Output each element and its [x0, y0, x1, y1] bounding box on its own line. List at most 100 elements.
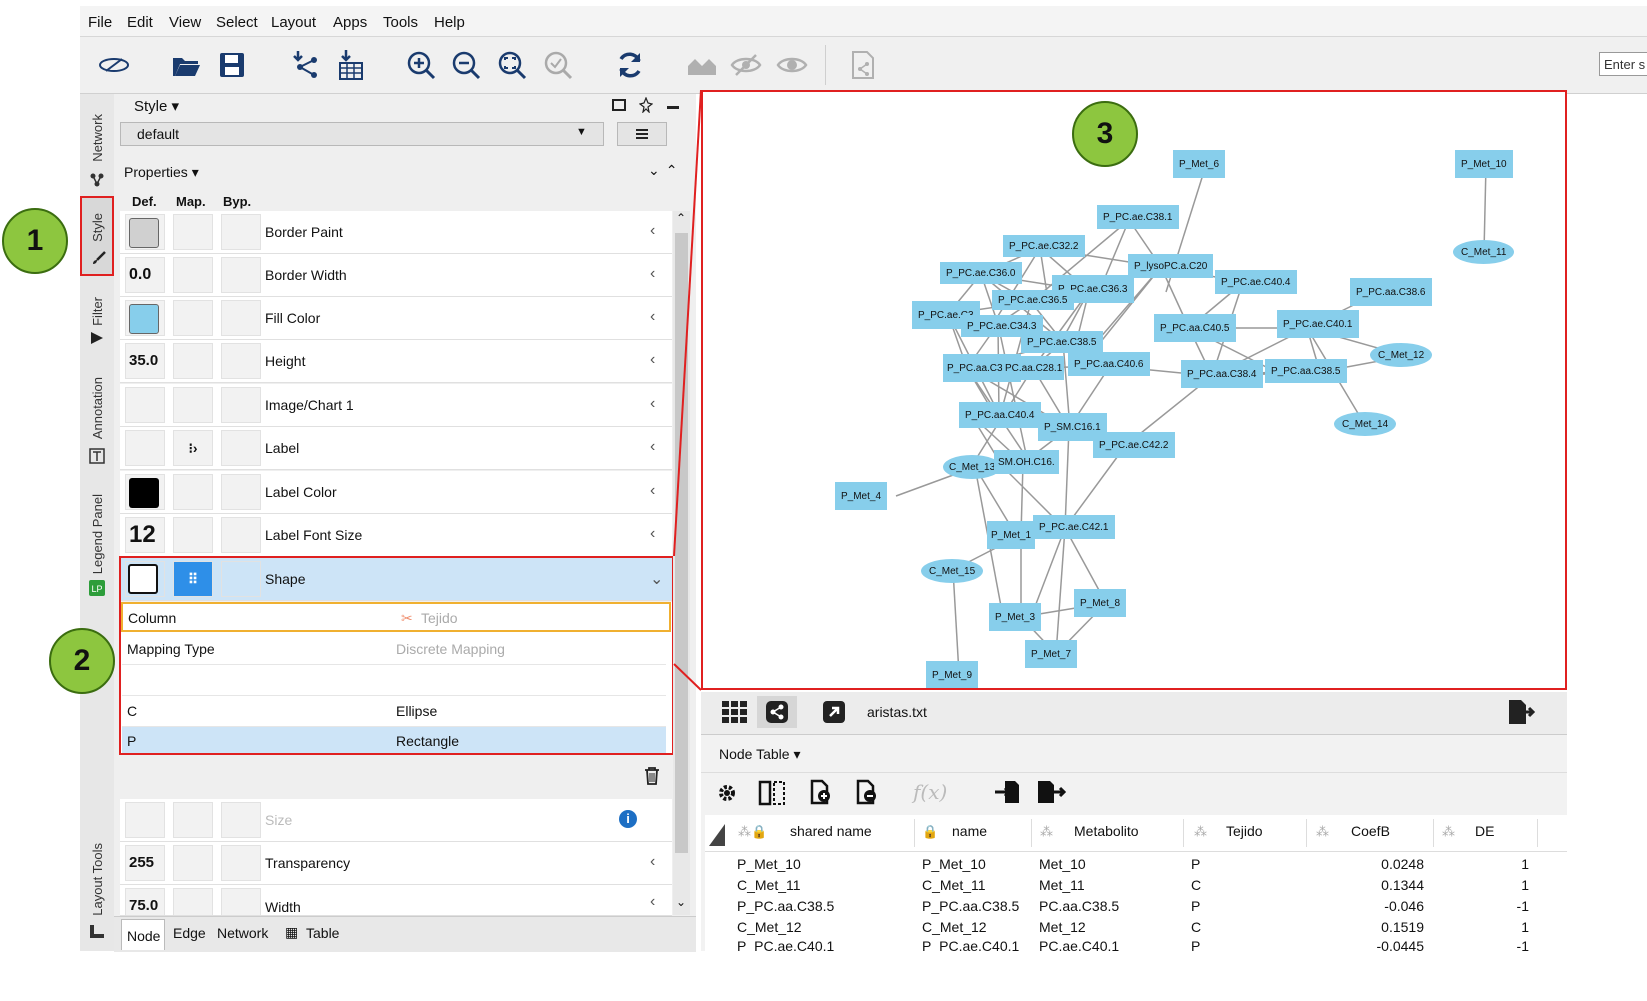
def-cell[interactable]: 12: [125, 517, 165, 553]
network-node[interactable]: C_Met_12: [1370, 343, 1433, 367]
network-node[interactable]: C_Met_11: [1453, 240, 1515, 264]
network-node[interactable]: P_PC.ae.C38.5: [1021, 331, 1103, 353]
zoom-fit-icon[interactable]: [494, 47, 530, 83]
network-node[interactable]: P_PC.aa.C38.5: [1265, 359, 1347, 383]
network-node[interactable]: P_Met_8: [1074, 589, 1127, 617]
byp-cell[interactable]: [221, 474, 261, 510]
byp-cell[interactable]: [221, 888, 261, 915]
style-select[interactable]: default ▼: [120, 122, 604, 146]
mapping-entry-row[interactable]: C Ellipse: [122, 696, 666, 727]
network-node[interactable]: P_Met_4: [835, 482, 888, 510]
network-node[interactable]: P_PC.aa.C40.4: [959, 402, 1041, 428]
share-network-tab[interactable]: [757, 696, 797, 728]
network-node[interactable]: P_Met_6: [1173, 150, 1226, 178]
table-row[interactable]: P_PC.aa.C38.5 P_PC.aa.C38.5 PC.aa.C38.5 …: [705, 894, 1567, 914]
refresh-icon[interactable]: [612, 47, 648, 83]
byp-cell[interactable]: [221, 802, 261, 838]
network-view[interactable]: P_Met_6 P_Met_10 C_Met_11 P_PC.ae.C38.1 …: [701, 90, 1567, 690]
network-node[interactable]: P_Met_7: [1025, 640, 1078, 668]
zoom-out-icon[interactable]: [448, 47, 484, 83]
network-node[interactable]: C_Met_13: [943, 455, 1002, 479]
tab-layout-tools[interactable]: Layout Tools: [80, 834, 114, 944]
chevron-left-icon[interactable]: ‹: [650, 893, 656, 910]
network-node[interactable]: P_PC.ae.C36.5: [992, 290, 1074, 310]
byp-cell[interactable]: [221, 561, 261, 597]
chevron-left-icon[interactable]: ‹: [650, 438, 656, 455]
chevron-left-icon[interactable]: ‹: [650, 351, 656, 368]
save-icon[interactable]: [214, 47, 250, 83]
table-row[interactable]: P_Met_10 P_Met_10 Met_10 P 0.0248 1: [705, 852, 1567, 872]
map-cell[interactable]: [173, 257, 213, 293]
import-network-icon[interactable]: [288, 47, 324, 83]
zoom-selected-icon[interactable]: [540, 47, 576, 83]
menu-help[interactable]: Help: [434, 14, 465, 31]
map-cell[interactable]: [173, 517, 213, 553]
map-cell[interactable]: [173, 888, 213, 915]
node-table-dropdown[interactable]: Node Table ▾: [719, 746, 801, 762]
chevron-left-icon[interactable]: ‹: [650, 395, 656, 412]
network-node[interactable]: P_PC.ae.C42.1: [1033, 515, 1115, 539]
show-icon[interactable]: [774, 47, 810, 83]
mapping-column-value[interactable]: Tejido: [421, 610, 458, 626]
network-node[interactable]: P_PC.aa.C38.6: [1350, 278, 1432, 306]
minimize-icon[interactable]: [666, 104, 680, 110]
byp-cell[interactable]: [221, 387, 261, 423]
tab-style[interactable]: Style: [80, 196, 114, 276]
property-row-border-paint[interactable]: Border Paint ‹: [120, 211, 672, 254]
network-node[interactable]: C_Met_14: [1334, 412, 1397, 436]
tab-annotation[interactable]: Annotation: [80, 366, 114, 470]
scroll-thumb[interactable]: [675, 233, 688, 853]
def-cell[interactable]: 35.0: [125, 343, 165, 379]
search-input[interactable]: Enter s: [1599, 52, 1647, 76]
menu-layout[interactable]: Layout: [271, 14, 317, 31]
style-panel-title[interactable]: Style ▾: [134, 98, 180, 115]
menu-apps[interactable]: Apps: [333, 14, 368, 31]
column-header-coefb[interactable]: CoefB: [1351, 823, 1390, 839]
properties-dropdown[interactable]: Properties ▾: [124, 164, 199, 180]
add-column-icon[interactable]: [809, 779, 833, 805]
float-window-icon[interactable]: [612, 99, 626, 111]
byp-cell[interactable]: [221, 845, 261, 881]
byp-cell[interactable]: [221, 430, 261, 466]
tab-network[interactable]: Network: [80, 100, 114, 192]
grid-view-icon[interactable]: [721, 700, 749, 724]
column-header-metabolito[interactable]: Metabolito: [1074, 823, 1139, 839]
map-cell[interactable]: [173, 474, 213, 510]
table-row[interactable]: C_Met_12 C_Met_12 Met_12 C 0.1519 1: [705, 915, 1567, 935]
info-icon[interactable]: i: [619, 810, 637, 828]
property-row-border-width[interactable]: 0.0 Border Width ‹: [120, 254, 672, 297]
mapping-value[interactable]: Ellipse: [396, 703, 438, 719]
mapping-value[interactable]: Rectangle: [396, 733, 460, 749]
expand-collapse-icon[interactable]: ⌄⌃: [648, 162, 684, 178]
def-cell[interactable]: [125, 387, 165, 423]
property-row-height[interactable]: 35.0 Height ‹: [120, 340, 672, 383]
def-cell[interactable]: [125, 300, 165, 336]
property-row-image-chart[interactable]: Image/Chart 1 ‹: [120, 384, 672, 427]
map-cell[interactable]: [173, 387, 213, 423]
property-row-shape[interactable]: ⠿ Shape ⌄: [120, 558, 672, 601]
property-row-width[interactable]: 75.0 Width ‹: [120, 885, 672, 916]
network-node[interactable]: P_PC.ae.C42.2: [1093, 432, 1175, 458]
tab-legend-panel[interactable]: Legend Panel LP: [80, 486, 114, 602]
import-table-icon[interactable]: [993, 779, 1021, 805]
settings-gear-icon[interactable]: [717, 783, 737, 803]
network-node[interactable]: P_Met_1: [987, 521, 1036, 549]
property-row-fill-color[interactable]: Fill Color ‹: [120, 297, 672, 340]
chevron-left-icon[interactable]: ‹: [650, 308, 656, 325]
chevron-down-icon[interactable]: ⌄: [650, 571, 664, 588]
chevron-left-icon[interactable]: ‹: [650, 853, 656, 870]
import-table-icon[interactable]: [332, 47, 368, 83]
export-document-icon[interactable]: [845, 47, 881, 83]
network-node[interactable]: P_PC.ae.C32.2: [1003, 235, 1085, 257]
show-all-icon[interactable]: [684, 47, 720, 83]
tab-node[interactable]: Node: [121, 919, 165, 950]
zoom-in-icon[interactable]: [403, 47, 439, 83]
column-header-shared-name[interactable]: shared name: [790, 823, 872, 839]
hide-icon[interactable]: [728, 47, 764, 83]
mapping-type-row[interactable]: Mapping Type Discrete Mapping: [122, 634, 666, 665]
def-cell[interactable]: [125, 214, 165, 250]
property-row-label[interactable]: ⁝› Label ‹: [120, 427, 672, 470]
network-node[interactable]: PC.aa.C28.1: [1003, 356, 1065, 380]
menu-file[interactable]: File: [88, 14, 113, 31]
network-node[interactable]: P_Met_9: [926, 661, 979, 688]
